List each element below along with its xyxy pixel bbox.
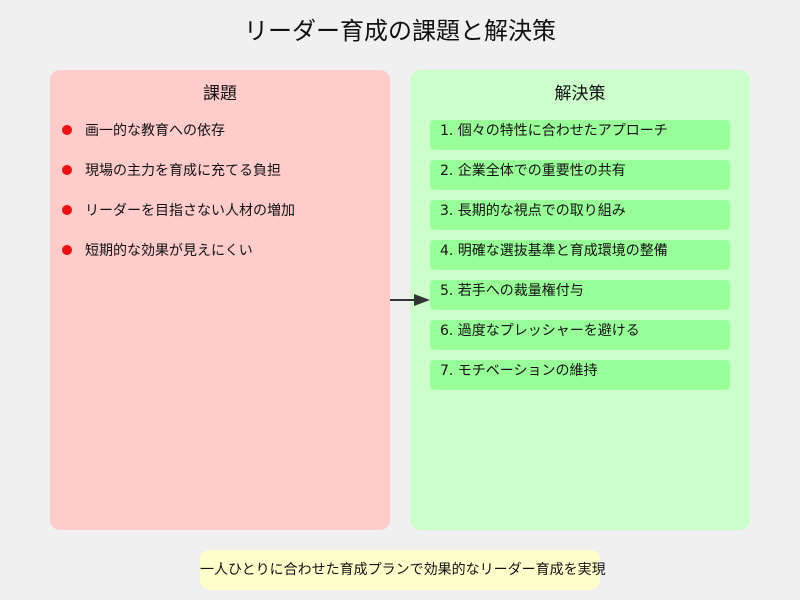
solution-item: 2. 企業全体での重要性の共有 — [430, 160, 730, 190]
issue-item: 現場の主力を育成に充てる負担 — [62, 160, 281, 180]
diagram-title: リーダー育成の課題と解決策 — [244, 17, 556, 45]
solution-item: 1. 個々の特性に合わせたアプローチ — [430, 120, 730, 150]
bullet-icon — [62, 205, 72, 215]
solution-label: 6. 過度なプレッシャーを避ける — [440, 323, 640, 339]
bullet-icon — [62, 125, 72, 135]
issues-panel: 課題 画一的な教育への依存 現場の主力を育成に充てる負担 リーダーを目指さない人… — [50, 70, 390, 530]
solution-item: 3. 長期的な視点での取り組み — [430, 200, 730, 230]
solution-item: 5. 若手への裁量権付与 — [430, 280, 730, 310]
solution-item: 4. 明確な選抜基準と育成環境の整備 — [430, 240, 730, 270]
issue-label: 現場の主力を育成に充てる負担 — [85, 163, 281, 179]
solutions-heading: 解決策 — [554, 84, 606, 104]
issue-label: 画一的な教育への依存 — [85, 123, 225, 139]
issue-label: リーダーを目指さない人材の増加 — [85, 203, 295, 219]
solution-item: 6. 過度なプレッシャーを避ける — [430, 320, 730, 350]
issues-heading: 課題 — [203, 84, 237, 104]
issue-label: 短期的な効果が見えにくい — [85, 243, 253, 259]
bullet-icon — [62, 165, 72, 175]
solution-label: 4. 明確な選抜基準と育成環境の整備 — [440, 243, 668, 259]
issue-item: リーダーを目指さない人材の増加 — [62, 200, 295, 220]
arrow-icon — [390, 294, 430, 306]
solution-label: 5. 若手への裁量権付与 — [440, 283, 584, 299]
issue-item: 短期的な効果が見えにくい — [62, 240, 253, 260]
solution-label: 7. モチベーションの維持 — [440, 363, 598, 379]
solution-label: 2. 企業全体での重要性の共有 — [440, 163, 626, 179]
issue-item: 画一的な教育への依存 — [62, 120, 225, 140]
solution-label: 1. 個々の特性に合わせたアプローチ — [440, 123, 668, 139]
bullet-icon — [62, 245, 72, 255]
solution-label: 3. 長期的な視点での取り組み — [440, 203, 626, 219]
solutions-panel: 解決策 1. 個々の特性に合わせたアプローチ 2. 企業全体での重要性の共有 3… — [410, 70, 750, 530]
conclusion-box: 一人ひとりに合わせた育成プランで効果的なリーダー育成を実現 — [200, 550, 606, 590]
solution-item: 7. モチベーションの維持 — [430, 360, 730, 390]
